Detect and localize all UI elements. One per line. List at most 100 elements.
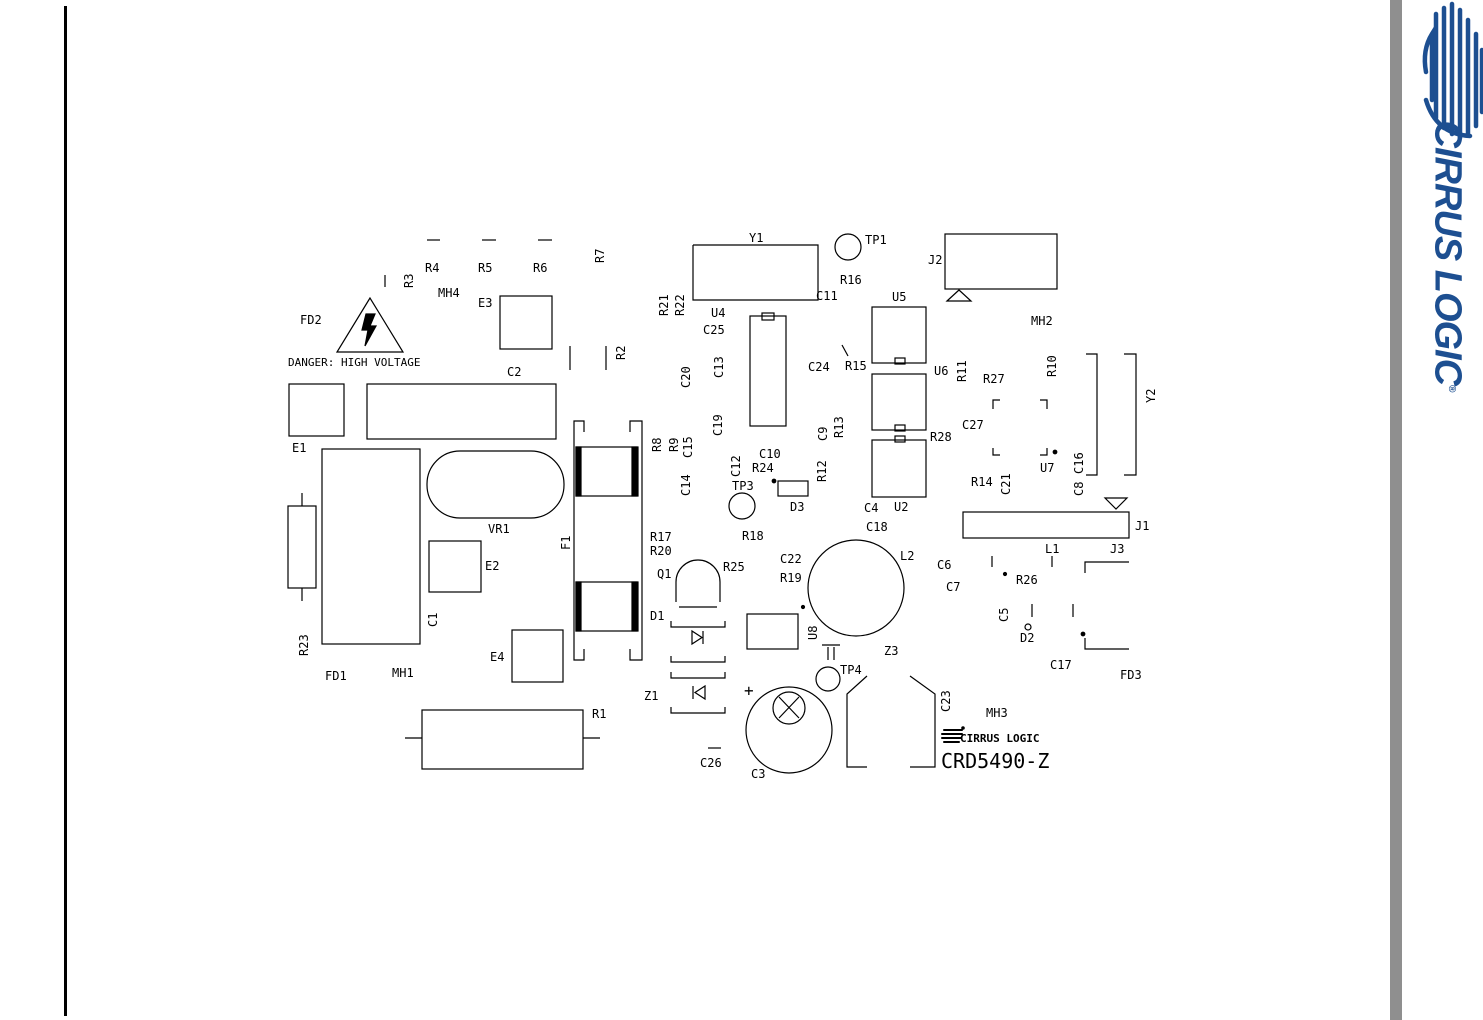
label-fd3: FD3 bbox=[1120, 668, 1142, 682]
r15-pad bbox=[841, 344, 849, 357]
label-r25: R25 bbox=[723, 560, 745, 574]
tp1-test-point bbox=[834, 233, 862, 261]
e1-pad bbox=[288, 383, 345, 437]
label-c15: C15 bbox=[681, 436, 695, 458]
label-l2: L2 bbox=[900, 549, 914, 563]
label-r18: R18 bbox=[742, 529, 764, 543]
label-r2: R2 bbox=[614, 346, 628, 360]
c23-outline-left bbox=[846, 675, 868, 768]
label-c24: C24 bbox=[808, 360, 830, 374]
cirrus-swirl-logo-icon bbox=[1422, 1, 1483, 141]
label-r21: R21 bbox=[657, 294, 671, 316]
silkscreen-logo-icon bbox=[941, 729, 963, 743]
label-c9: C9 bbox=[816, 427, 830, 441]
label-c16: C16 bbox=[1072, 452, 1086, 474]
warning-text: DANGER: HIGH VOLTAGE bbox=[288, 356, 420, 369]
u2-notch bbox=[894, 435, 906, 443]
z1-outline-bottom bbox=[670, 707, 726, 714]
u7-corner-bl bbox=[992, 448, 1000, 456]
tp3-test-point bbox=[728, 492, 756, 520]
f1-fuse-top bbox=[575, 446, 639, 497]
d1-outline-bottom bbox=[670, 656, 726, 663]
u8-package bbox=[746, 613, 799, 650]
label-tp3: TP3 bbox=[732, 479, 754, 493]
high-voltage-triangle-icon bbox=[335, 296, 405, 353]
label-mh1: MH1 bbox=[392, 666, 414, 680]
y2-bracket-right bbox=[1124, 353, 1137, 476]
label-r7: R7 bbox=[593, 249, 607, 263]
label-r10: R10 bbox=[1045, 355, 1059, 377]
label-z3: Z3 bbox=[884, 644, 898, 658]
label-y2: Y2 bbox=[1144, 389, 1158, 403]
u4-notch bbox=[761, 312, 775, 321]
q1-transistor-body bbox=[675, 559, 721, 583]
u6-package bbox=[871, 373, 927, 431]
label-c27: C27 bbox=[962, 418, 984, 432]
label-c3: C3 bbox=[751, 767, 765, 781]
label-e1: E1 bbox=[292, 441, 306, 455]
u7-corner-tl bbox=[992, 399, 1000, 409]
label-j2: J2 bbox=[928, 253, 942, 267]
u6-notch bbox=[894, 424, 906, 432]
label-r27: R27 bbox=[983, 372, 1005, 386]
label-plus: + bbox=[744, 681, 754, 700]
label-u2: U2 bbox=[894, 500, 908, 514]
label-r1: R1 bbox=[592, 707, 606, 721]
label-tp4: TP4 bbox=[840, 663, 862, 677]
label-c4: C4 bbox=[864, 501, 878, 515]
u7-pin1-dot bbox=[1052, 449, 1058, 455]
r24-pin-dot bbox=[771, 478, 777, 484]
label-c11: C11 bbox=[816, 289, 838, 303]
label-r5: R5 bbox=[478, 261, 492, 275]
c3-inner-circle bbox=[772, 691, 806, 725]
e4-pad bbox=[511, 629, 564, 683]
j1-header bbox=[962, 511, 1130, 539]
j2-pin1-marker bbox=[945, 289, 973, 302]
label-r9: R9 bbox=[667, 438, 681, 452]
board-part-number: CRD5490-Z bbox=[941, 749, 1049, 773]
label-c2: C2 bbox=[507, 365, 521, 379]
j3-corner-top bbox=[1084, 561, 1129, 573]
u2-package bbox=[871, 439, 927, 498]
label-u8: U8 bbox=[806, 626, 820, 640]
label-r15: R15 bbox=[845, 359, 867, 373]
c3-capacitor bbox=[745, 686, 833, 774]
label-r14: R14 bbox=[971, 475, 993, 489]
d3-led bbox=[777, 480, 809, 497]
c1-capacitor bbox=[321, 448, 421, 645]
u7-corner-br bbox=[1040, 448, 1048, 456]
label-r19: R19 bbox=[780, 571, 802, 585]
label-r12: R12 bbox=[815, 460, 829, 482]
label-r11: R11 bbox=[955, 360, 969, 382]
label-fd1: FD1 bbox=[325, 669, 347, 683]
d1-outline-top bbox=[670, 621, 726, 628]
silkscreen-logo-text: CIRRUS LOGIC bbox=[960, 732, 1039, 745]
f1-bottom-end-right bbox=[631, 581, 638, 632]
label-r16: R16 bbox=[840, 273, 862, 287]
label-u7: U7 bbox=[1040, 461, 1054, 475]
label-j3: J3 bbox=[1110, 542, 1124, 556]
c17-pin-dot bbox=[1080, 631, 1086, 637]
label-tp1: TP1 bbox=[865, 233, 887, 247]
label-c26: C26 bbox=[700, 756, 722, 770]
f1-clip-left bbox=[573, 420, 585, 661]
silkscreen-logo-dot bbox=[961, 726, 965, 730]
right-side-bar bbox=[1390, 0, 1402, 1020]
j2-connector bbox=[944, 233, 1058, 290]
label-r24: R24 bbox=[752, 461, 774, 475]
label-u6: U6 bbox=[934, 364, 948, 378]
f1-clip-right bbox=[629, 420, 643, 661]
left-margin-rule bbox=[64, 6, 67, 1016]
label-u4: U4 bbox=[711, 306, 725, 320]
brand-wordmark: CIRRUS LOGIC® bbox=[1410, 110, 1480, 392]
label-vr1: VR1 bbox=[488, 522, 510, 536]
u4-ic-outline bbox=[749, 315, 787, 427]
label-c18: C18 bbox=[866, 520, 888, 534]
label-f1: F1 bbox=[559, 536, 573, 550]
component-outlines bbox=[287, 233, 1137, 774]
label-c23: C23 bbox=[939, 690, 953, 712]
label-r6: R6 bbox=[533, 261, 547, 275]
label-c13: C13 bbox=[712, 356, 726, 378]
